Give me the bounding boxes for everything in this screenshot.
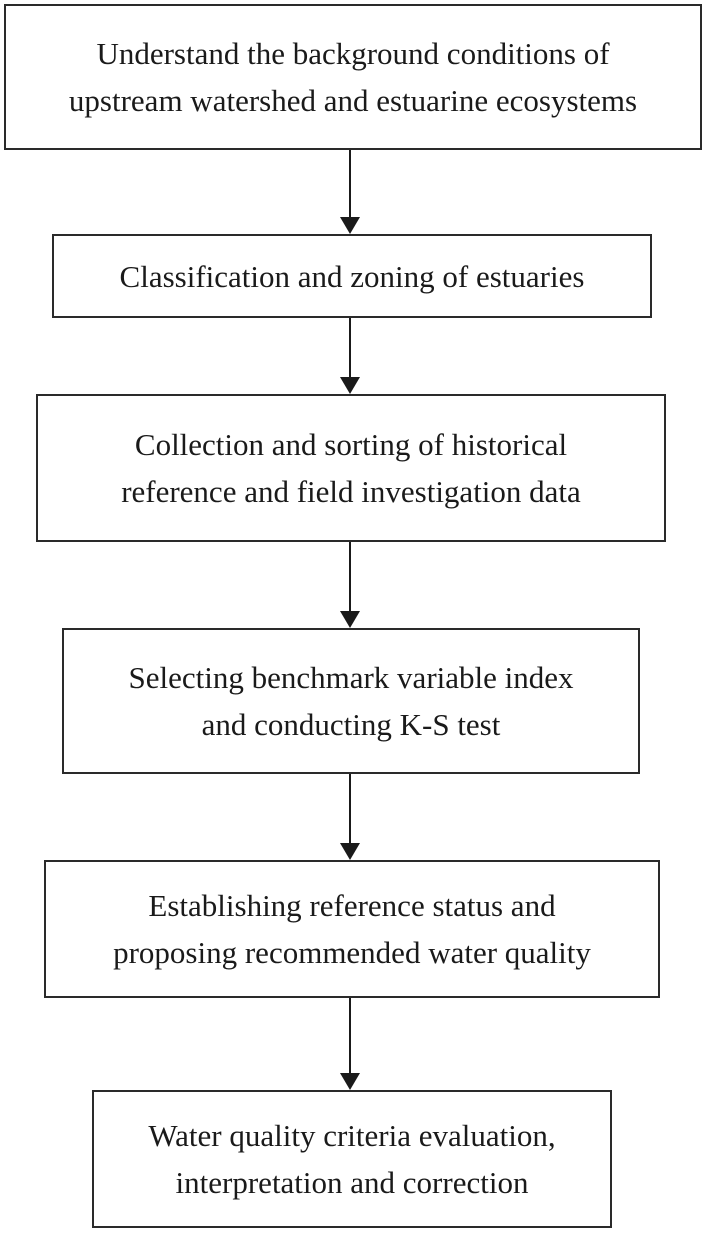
step-6-line-2: interpretation and correction	[175, 1165, 529, 1200]
step-1-line-2: upstream watershed and estuarine ecosyst…	[68, 83, 638, 118]
step-5-box: Establishing reference status and propos…	[44, 860, 660, 998]
arrow-2-to-3	[340, 318, 360, 394]
step-6-line-1: Water quality criteria evaluation,	[148, 1118, 556, 1153]
arrow-1-to-2	[340, 150, 360, 234]
step-1-line-1: Understand the background conditions of	[96, 36, 610, 71]
step-4-line-2: and conducting K-S test	[201, 707, 501, 742]
step-5-line-1: Establishing reference status and	[148, 888, 556, 923]
arrow-3-to-4	[340, 542, 360, 628]
step-2-line-1: Classification and zoning of estuaries	[119, 258, 585, 294]
step-1-box: Understand the background conditions of …	[4, 4, 702, 150]
arrow-4-to-5	[340, 774, 360, 860]
step-3-line-2: reference and field investigation data	[121, 474, 581, 509]
step-2-box: Classification and zoning of estuaries	[52, 234, 652, 318]
step-4-line-1: Selecting benchmark variable index	[128, 660, 574, 695]
step-3-line-1: Collection and sorting of historical	[134, 427, 568, 462]
arrow-5-to-6	[340, 998, 360, 1090]
step-5-line-2: proposing recommended water quality	[113, 935, 591, 970]
step-4-box: Selecting benchmark variable index and c…	[62, 628, 640, 774]
step-6-box: Water quality criteria evaluation, inter…	[92, 1090, 612, 1228]
step-3-box: Collection and sorting of historical ref…	[36, 394, 666, 542]
